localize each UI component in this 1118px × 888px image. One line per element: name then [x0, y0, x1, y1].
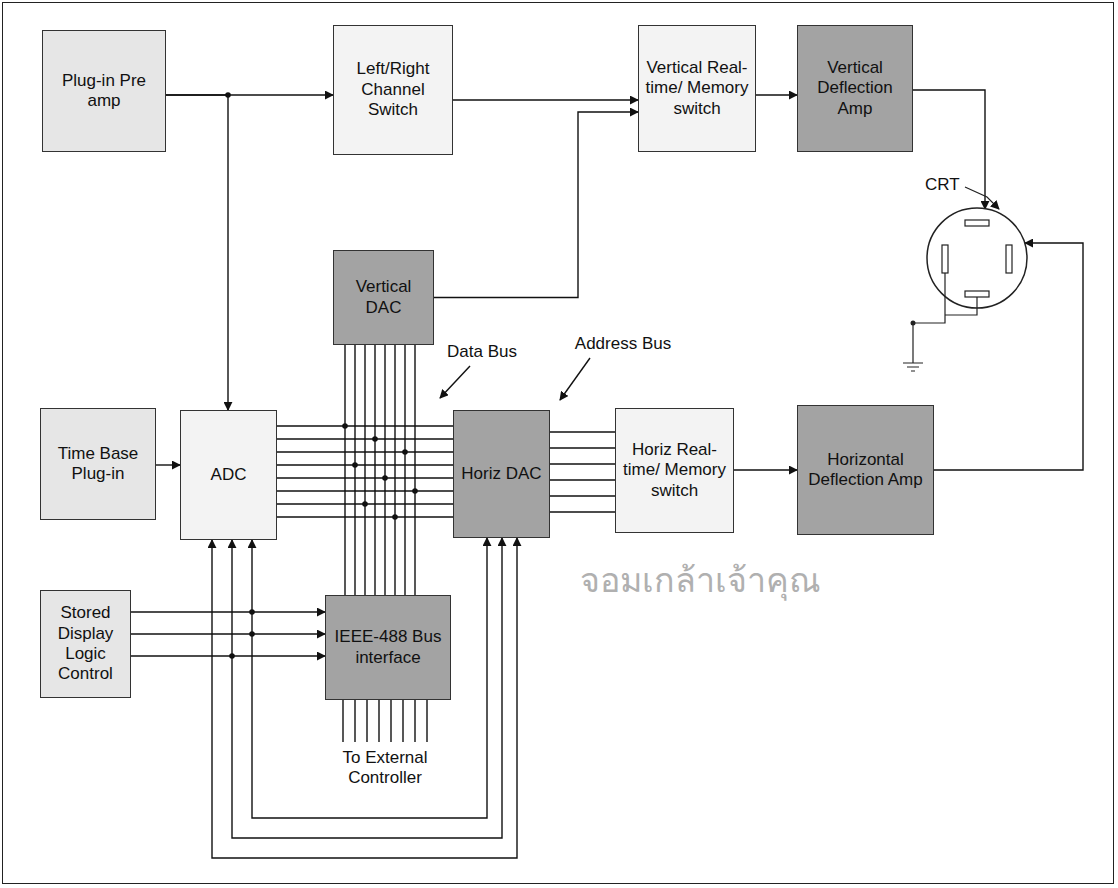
switch-box: Vertical Real-time/ Memory switch	[638, 25, 756, 152]
connector	[156, 465, 180, 466]
node-text: Horizontal Deflection Amp	[798, 446, 933, 495]
crt-tube: CRT	[925, 175, 1055, 335]
node-text: Vertical Real-time/ Memory switch	[639, 54, 755, 123]
connector	[212, 538, 517, 858]
node-text: ADC	[207, 461, 251, 489]
connector	[734, 470, 797, 471]
connector	[550, 432, 615, 512]
node-text: Horiz DAC	[457, 460, 545, 488]
connector	[131, 612, 325, 656]
bus-label: Address Bus	[568, 334, 678, 354]
connector	[166, 92, 231, 410]
node-text: IEEE-488 Bus interface	[326, 623, 450, 672]
node-text: Vertical Deflection Amp	[798, 54, 912, 123]
timebase-box: Time Base Plug-in	[40, 408, 156, 520]
external-label: To External Controller	[330, 748, 440, 789]
switch-box: Horiz Real-time/ Memory switch	[615, 408, 734, 533]
amplifier-box: Horizontal Deflection Amp	[797, 405, 934, 535]
connector	[342, 345, 418, 595]
dac-box: Horiz DAC	[453, 410, 550, 538]
switch-box: Left/Right Channel Switch	[333, 25, 453, 155]
node-text: Vertical DAC	[334, 273, 433, 322]
logic-box: Stored Display Logic Control	[40, 590, 131, 698]
bus-label: Data Bus	[437, 342, 527, 362]
dac-box: Vertical DAC	[333, 250, 434, 345]
preamp-box: Plug-in Pre amp	[42, 30, 166, 152]
amplifier-box: Vertical Deflection Amp	[797, 25, 913, 152]
connector	[756, 95, 797, 96]
interface-box: IEEE-488 Bus interface	[325, 595, 451, 700]
connector	[453, 100, 638, 101]
adc-box: ADC	[180, 410, 277, 540]
crt-symbol	[925, 175, 1055, 375]
node-text: Left/Right Channel Switch	[334, 55, 452, 124]
node-text: Horiz Real-time/ Memory switch	[616, 436, 733, 505]
node-text: Stored Display Logic Control	[41, 599, 130, 689]
node-text: CRT	[925, 175, 960, 195]
connector	[434, 112, 638, 298]
node-text: Plug-in Pre amp	[43, 67, 165, 116]
node-text: Time Base Plug-in	[41, 440, 155, 489]
watermark: จอมเกล้าเจ้าคุณ	[560, 560, 840, 601]
